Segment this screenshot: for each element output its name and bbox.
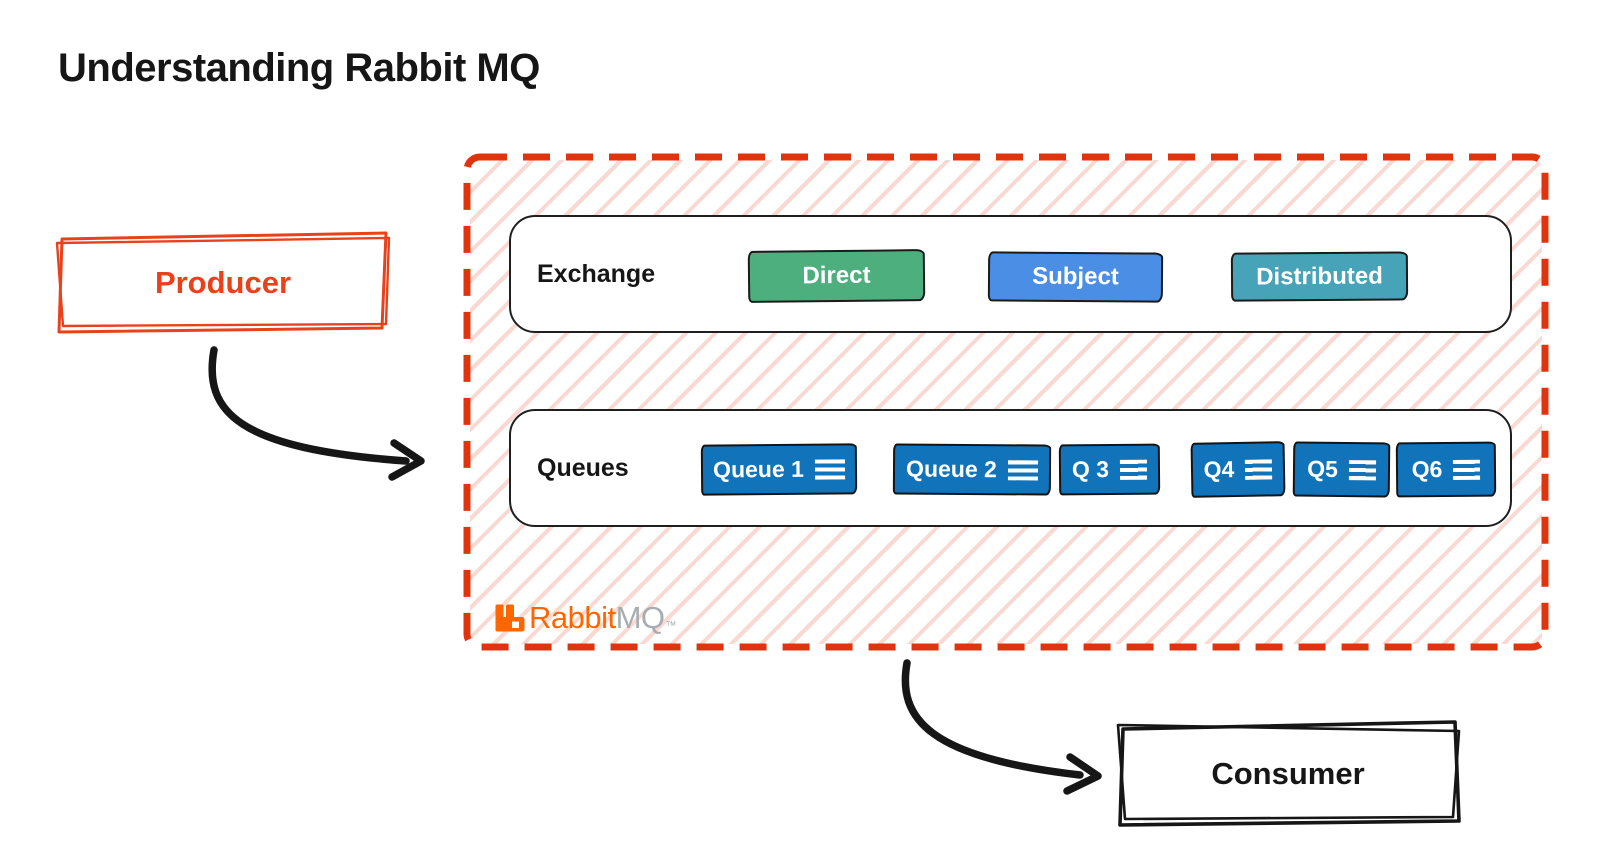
queue-tag-4: Q4 bbox=[1190, 441, 1286, 498]
exchange-type-subject-label: Subject bbox=[1032, 262, 1119, 291]
consumer-sketch-border bbox=[1116, 720, 1461, 827]
queue-tag-2-label: Queue 2 bbox=[906, 455, 997, 483]
exchange-label: Exchange bbox=[537, 259, 656, 288]
rabbitmq-rabbit-icon bbox=[495, 604, 525, 632]
broker-to-consumer-arrow bbox=[901, 659, 1084, 779]
queues-label: Queues bbox=[537, 453, 629, 482]
producer-sketch-border bbox=[55, 231, 391, 334]
queue-tag-3: Q 3 bbox=[1058, 443, 1161, 496]
consumer-label: Consumer bbox=[1211, 756, 1365, 791]
producer-to-broker-arrowhead bbox=[388, 439, 425, 481]
queue-tag-5-label: Q5 bbox=[1307, 455, 1338, 482]
exchange-type-distributed: Distributed bbox=[1230, 251, 1409, 302]
exchange-type-subject: Subject bbox=[987, 251, 1164, 303]
queue-tag-1: Queue 1 bbox=[700, 443, 858, 496]
producer-to-broker-arrow bbox=[208, 346, 410, 465]
producer-node: Producer bbox=[48, 226, 398, 340]
broker-to-consumer-arrowhead bbox=[1063, 753, 1102, 795]
hamburger-menu-icon bbox=[1119, 459, 1148, 480]
trademark-symbol: ™ bbox=[665, 620, 677, 632]
queue-tag-5: Q5 bbox=[1292, 441, 1391, 498]
rabbitmq-logo-suffix-text: MQ bbox=[615, 600, 665, 635]
queue-tag-1-label: Queue 1 bbox=[712, 455, 804, 483]
queues-panel: Queues Queue 1 Queue 2 Q 3 Q4 Q5 bbox=[509, 409, 1512, 527]
queue-tag-4-label: Q4 bbox=[1203, 456, 1235, 483]
hamburger-menu-icon bbox=[1245, 458, 1273, 480]
exchange-type-distributed-label: Distributed bbox=[1256, 262, 1383, 290]
exchange-type-direct: Direct bbox=[747, 249, 926, 303]
hamburger-menu-icon bbox=[1007, 459, 1038, 480]
queue-tag-6: Q6 bbox=[1395, 441, 1497, 498]
exchange-type-direct-label: Direct bbox=[802, 261, 871, 290]
queue-tag-3-label: Q 3 bbox=[1071, 456, 1110, 483]
hamburger-menu-icon bbox=[1453, 459, 1481, 480]
rabbitmq-logo-brand-text: Rabbit bbox=[529, 600, 616, 635]
hamburger-menu-icon bbox=[1348, 459, 1376, 480]
queue-tag-6-label: Q6 bbox=[1411, 456, 1443, 483]
consumer-node: Consumer bbox=[1106, 714, 1470, 834]
queue-tag-2: Queue 2 bbox=[892, 443, 1052, 496]
producer-label: Producer bbox=[154, 265, 292, 300]
page-title: Understanding Rabbit MQ bbox=[58, 46, 540, 90]
broker-dashed-border bbox=[463, 153, 1549, 651]
exchange-panel: Exchange Direct Subject Distributed bbox=[509, 215, 1512, 333]
hamburger-menu-icon bbox=[814, 458, 845, 480]
rabbitmq-broker-boundary: Exchange Direct Subject Distributed Queu… bbox=[463, 153, 1549, 651]
